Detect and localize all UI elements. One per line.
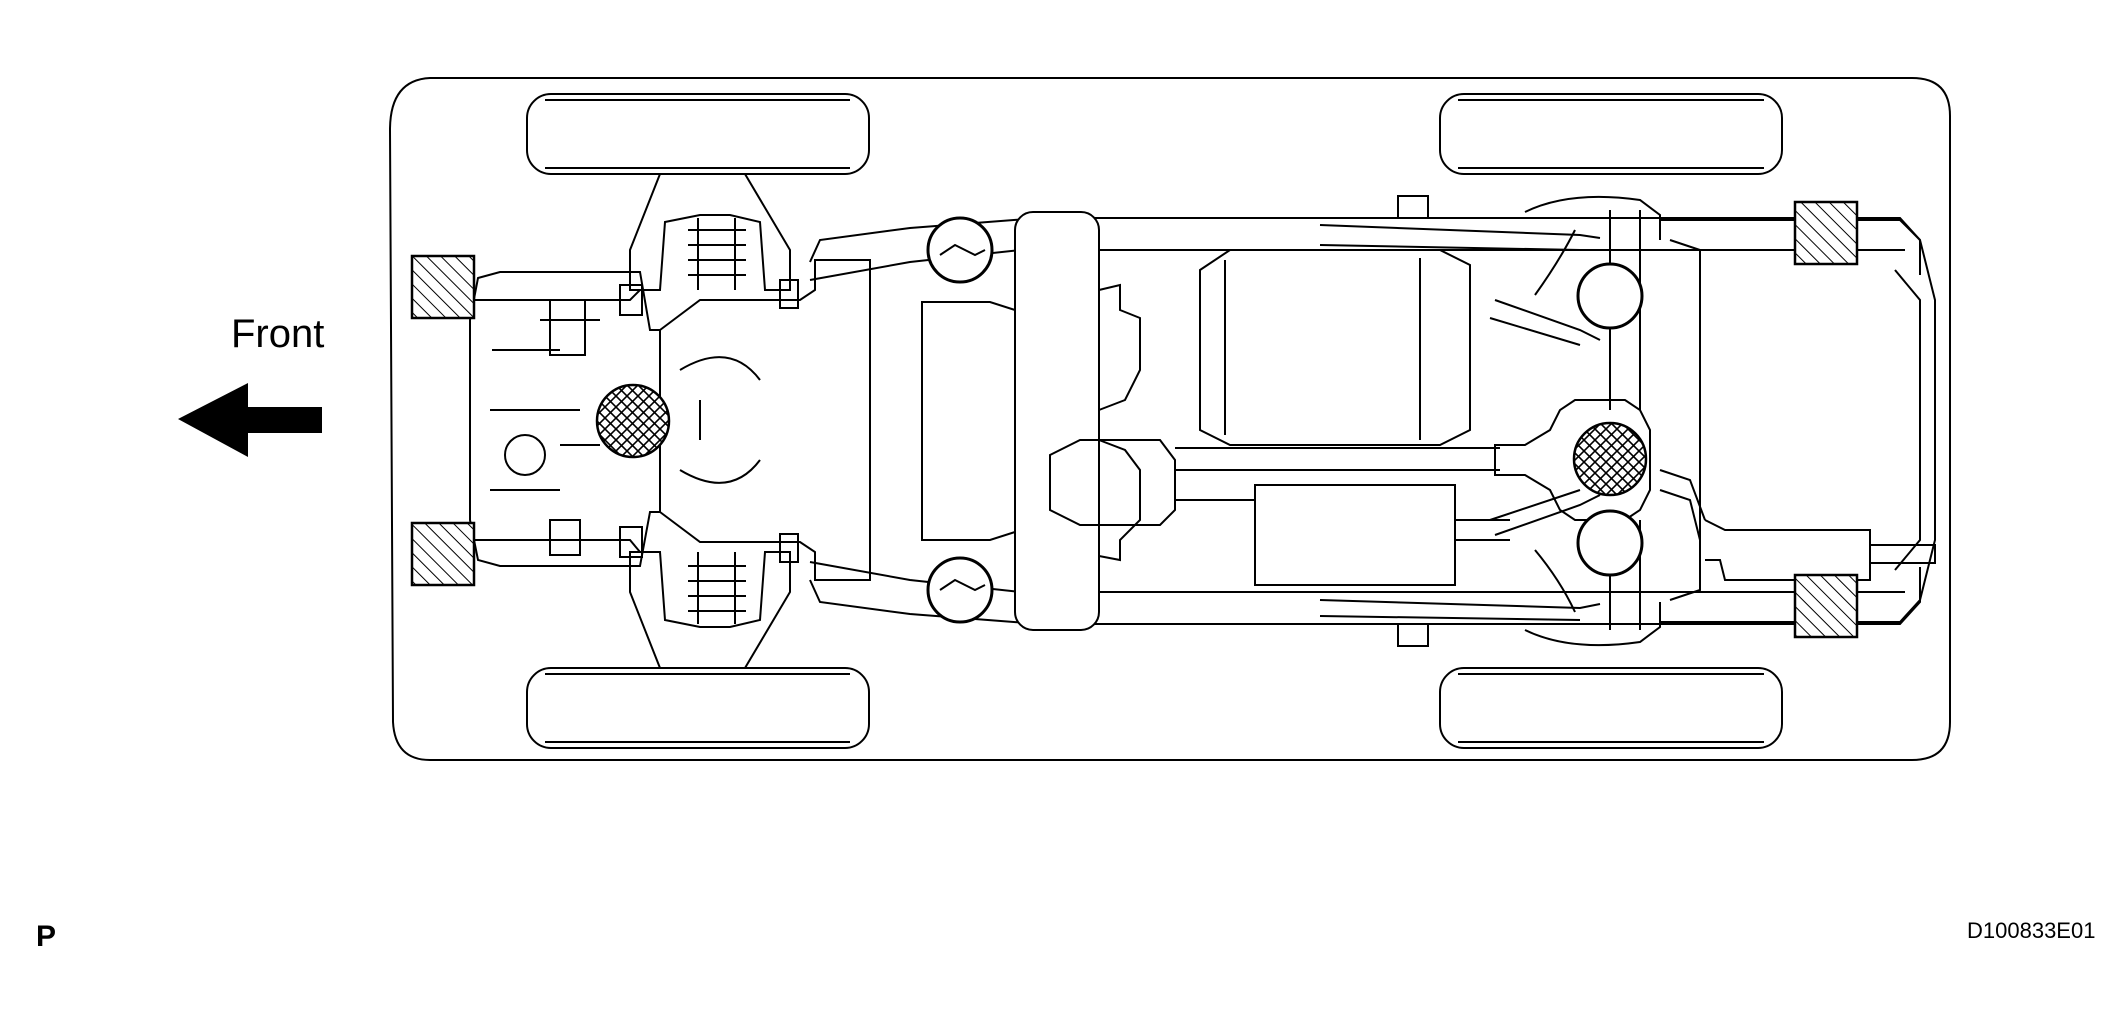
arrow-left-icon (178, 383, 322, 457)
exhaust-catalyst (1049, 439, 1176, 526)
front-drive-boot-left (688, 218, 746, 290)
fuel-tank-inner (1224, 258, 1421, 440)
support-point-front-right-detail (939, 578, 986, 592)
propeller-shaft (1175, 447, 1500, 471)
front-undercover-hole (504, 434, 546, 476)
exhaust-pipe-front (1098, 283, 1141, 562)
rear-trailing-arm-left (1319, 224, 1601, 251)
support-point-front-left-detail (939, 243, 986, 257)
body-outline (388, 77, 1951, 761)
tire-rear-right (1439, 667, 1783, 749)
rear-spring-right (1524, 549, 1661, 647)
rear-bumper-frame (1669, 239, 1921, 601)
support-point-rear-left (1576, 262, 1644, 330)
front-frame-bracket-top (619, 284, 643, 316)
front-upper-arm-left (629, 173, 791, 291)
fuel-tank (1199, 249, 1471, 446)
figure-code: D100833E01 (1967, 918, 2096, 943)
frame-bracket-bottom (1397, 623, 1429, 647)
rear-differential (1494, 399, 1651, 521)
rear-frame-end (1660, 219, 1936, 623)
front-undercover (469, 271, 661, 567)
front-frame-bracket-top-2 (779, 279, 799, 309)
front-drive-boot-right (688, 552, 746, 624)
support-point-front-right (926, 556, 994, 624)
frame-bracket-top (1397, 195, 1429, 219)
front-frame-bracket-bottom-2 (779, 533, 799, 563)
lift-point-rear-left (1793, 200, 1859, 266)
transmission-housing (659, 259, 871, 581)
support-point-front-left (926, 216, 994, 284)
muffler-center (1254, 484, 1456, 586)
transmission-curves (679, 356, 761, 484)
front-undercover-details (490, 299, 600, 556)
center-crossmember (1014, 211, 1100, 631)
tailpipe (1704, 519, 1936, 581)
corner-mark: P (36, 920, 57, 953)
tire-front-left (526, 93, 870, 175)
jack-point-rear (1572, 421, 1648, 497)
front-label: Front (231, 312, 325, 356)
jack-point-front (595, 383, 671, 459)
transfer-case (921, 301, 1016, 541)
front-frame-bracket-bottom (619, 526, 643, 558)
rear-trailing-arm-right (1319, 599, 1601, 621)
exhaust-pipe-rear (1659, 469, 1706, 541)
support-point-rear-right (1576, 509, 1644, 577)
exhaust-pipe-mid (1175, 469, 1510, 541)
rear-spring-left (1524, 195, 1661, 296)
tire-front-right (526, 667, 870, 749)
front-upper-arm-right (629, 551, 791, 669)
lift-point-front-right (410, 521, 476, 587)
tire-rear-left (1439, 93, 1783, 175)
lift-point-rear-right (1793, 573, 1859, 639)
front-frame-rail-top (469, 270, 641, 301)
lift-point-front-left (410, 254, 476, 320)
rear-links (1489, 299, 1601, 536)
